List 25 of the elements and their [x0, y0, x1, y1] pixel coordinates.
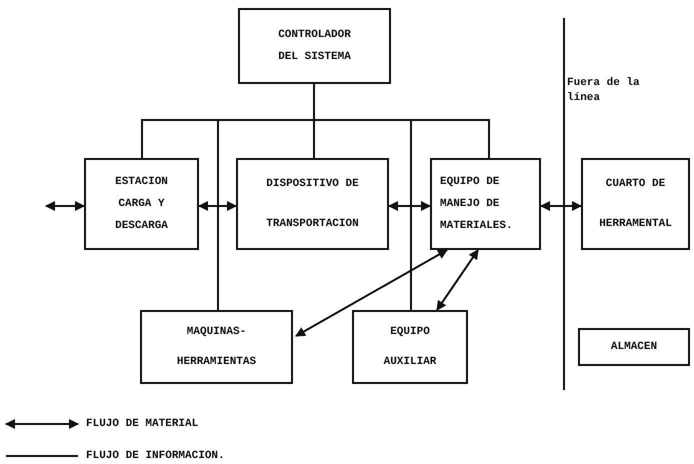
- double-arrow: [540, 201, 582, 211]
- process-box: [238, 8, 391, 84]
- double-arrow: [295, 249, 448, 337]
- process-box: [581, 158, 690, 250]
- box-label: ALMACEN: [610, 340, 658, 355]
- box-label: EQUIPO DE MANEJO DE MATERIALES.: [440, 175, 514, 234]
- box-label: CONTROLADOR DEL SISTEMA: [278, 28, 351, 65]
- box-label: ESTACION CARGA Y DESCARGA: [114, 175, 169, 234]
- box-label: MAQUINAS- HERRAMIENTAS: [176, 325, 258, 370]
- process-box: [84, 158, 199, 250]
- process-box: [352, 310, 468, 384]
- double-arrow: [388, 201, 431, 211]
- box-label: EQUIPO AUXILIAR: [384, 325, 436, 370]
- box-label: DISPOSITIVO DE TRANSPORTACION: [265, 177, 360, 232]
- process-box: [578, 328, 690, 366]
- double-arrow: [45, 201, 85, 211]
- process-box: [140, 310, 293, 384]
- process-box: [430, 158, 541, 250]
- double-arrow: [198, 201, 237, 211]
- legend-label: FLUJO DE INFORMACION.: [86, 450, 225, 462]
- process-box: [236, 158, 389, 250]
- box-label: CUARTO DE HERRAMENTAL: [599, 177, 672, 232]
- legend-label: FLUJO DE MATERIAL: [86, 418, 198, 430]
- connector-line: [313, 84, 412, 310]
- double-arrow: [436, 249, 479, 311]
